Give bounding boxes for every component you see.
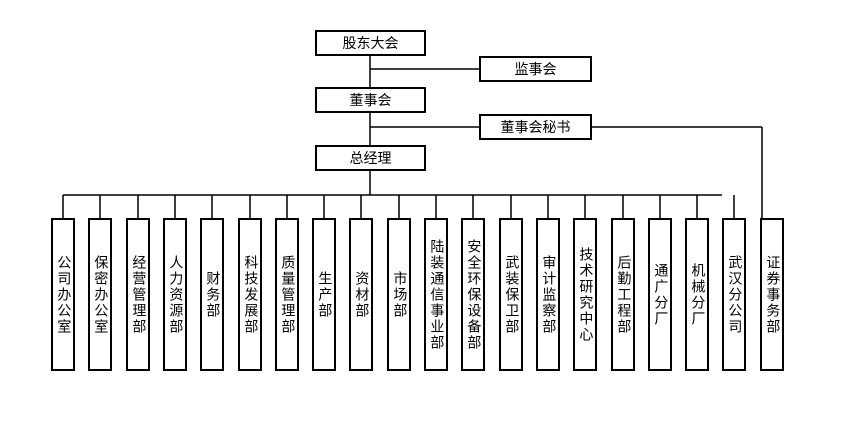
department-box: 武装保卫部 <box>499 218 523 371</box>
department-box: 质量管理部 <box>275 218 299 371</box>
secretary-box: 董事会秘书 <box>479 114 592 140</box>
department-box: 财务部 <box>200 218 224 371</box>
department-box: 保密办公室 <box>88 218 112 371</box>
department-box: 市场部 <box>387 218 411 371</box>
supervisors-box: 监事会 <box>479 56 592 82</box>
department-box: 后勤工程部 <box>611 218 635 371</box>
department-box: 公司办公室 <box>51 218 75 371</box>
department-box: 人力资源部 <box>163 218 187 371</box>
department-box: 资材部 <box>349 218 373 371</box>
department-box: 安全环保设备部 <box>461 218 485 371</box>
department-box: 机械分厂 <box>685 218 709 371</box>
shareholders-box: 股东大会 <box>315 30 426 56</box>
department-box: 武汉分公司 <box>722 218 746 371</box>
department-box: 审计监察部 <box>536 218 560 371</box>
department-box: 生产部 <box>312 218 336 371</box>
department-box: 技术研究中心 <box>573 218 597 371</box>
board-box: 董事会 <box>315 87 426 113</box>
department-box: 经营管理部 <box>126 218 150 371</box>
department-box: 陆装通信事业部 <box>424 218 448 371</box>
department-box: 通广分厂 <box>648 218 672 371</box>
department-box: 科技发展部 <box>238 218 262 371</box>
department-box: 证券事务部 <box>760 218 784 371</box>
general-manager-box: 总经理 <box>315 145 426 171</box>
